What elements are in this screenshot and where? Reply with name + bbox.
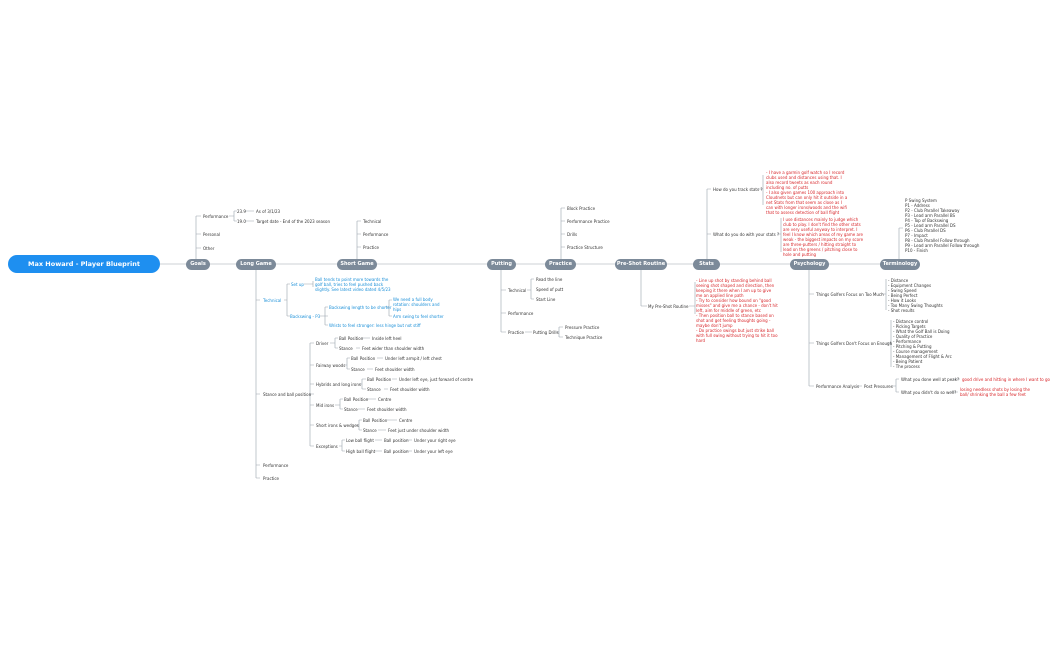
putting-technical[interactable]: Technical: [508, 288, 527, 293]
fairway-ball-position[interactable]: Ball Position: [351, 356, 376, 361]
short-irons-ball-value[interactable]: Centre: [399, 418, 413, 423]
fairway-stance[interactable]: Stance: [351, 367, 365, 372]
long-game-performance[interactable]: Performance: [263, 463, 289, 468]
psychology-well-note[interactable]: good drive and hitting in where I want t…: [962, 377, 1050, 382]
long-game-hinge-note[interactable]: Wrists to feel stronger: less hinge but …: [329, 323, 421, 328]
high-ball-position[interactable]: Ball position: [384, 449, 409, 454]
long-game-fairway[interactable]: Fairway woods: [316, 363, 346, 368]
long-game-hip-note[interactable]: We need a full body rotation: shoulders …: [393, 297, 440, 312]
putting-performance[interactable]: Performance: [508, 311, 534, 316]
topic-short-game[interactable]: Short Game: [337, 259, 377, 270]
mid-stance[interactable]: Stance: [344, 407, 358, 412]
mid-ball-position[interactable]: Ball Position: [344, 397, 369, 402]
practice-performance[interactable]: Performance Practice: [567, 219, 610, 224]
high-ball-flight[interactable]: High ball flight: [346, 449, 376, 454]
hybrids-stance[interactable]: Stance: [367, 387, 381, 392]
short-irons-stance-value[interactable]: Feet just under shoulder width: [388, 428, 450, 433]
psychology-too-much-list[interactable]: - Distance - Equipment Changes - Swing S…: [888, 278, 943, 313]
topic-stats[interactable]: Stats: [693, 259, 720, 270]
psychology-badly[interactable]: What you didn't do so well?: [901, 390, 957, 395]
practice-block[interactable]: Block Practice: [567, 206, 596, 211]
topic-putting[interactable]: Putting: [487, 259, 516, 270]
low-ball-value[interactable]: Under your right eye: [414, 438, 456, 443]
driver-ball-position[interactable]: Ball Position: [339, 336, 364, 341]
psychology-badly-note[interactable]: losing needless shots by losing the ball…: [960, 387, 1030, 397]
goals-personal[interactable]: Personal: [203, 232, 221, 237]
pre-shot-routine[interactable]: My Pre-Shot Routine: [648, 304, 689, 309]
putting-speed[interactable]: Speed of putt: [536, 287, 564, 292]
long-game-setup-note[interactable]: Ball tends to point more towards the gol…: [315, 277, 391, 292]
topic-terminology[interactable]: Terminology: [880, 259, 920, 270]
psychology-post-pressures[interactable]: Post Pressures: [864, 384, 893, 389]
low-ball-position[interactable]: Ball position: [384, 438, 409, 443]
driver-stance-value[interactable]: Feet wider than shoulder width: [362, 346, 425, 351]
short-irons-stance[interactable]: Stance: [363, 428, 377, 433]
driver-stance[interactable]: Stance: [339, 346, 353, 351]
stats-track-note[interactable]: - I have a garmin golf watch so I record…: [766, 170, 848, 215]
long-game-practice[interactable]: Practice: [263, 476, 279, 481]
high-ball-value[interactable]: Under your left eye: [414, 449, 453, 454]
putting-start-line[interactable]: Start Line: [536, 297, 556, 302]
long-game-hybrids[interactable]: Hybrids and long irons: [316, 382, 361, 387]
goals-handicap-target-note[interactable]: Target date - End of the 2023 season: [256, 219, 331, 224]
stats-use[interactable]: What do you do with your stats ?: [713, 232, 780, 237]
psychology-well[interactable]: What you done well at peak?: [901, 377, 960, 382]
long-game-arm-note[interactable]: Arm swing to feel shorter: [393, 314, 444, 319]
topic-long-game[interactable]: Long Game: [236, 259, 276, 270]
goals-handicap-now[interactable]: 23.9: [237, 209, 246, 214]
long-game-backswing[interactable]: Backswing - P3: [290, 314, 321, 319]
long-game-mid-irons[interactable]: Mid irons: [316, 403, 335, 408]
putting-read-line[interactable]: Read the line: [536, 277, 563, 282]
long-game-short-irons[interactable]: Short irons & wedges: [316, 423, 359, 428]
putting-technique-practice[interactable]: Technique Practice: [565, 335, 603, 340]
long-game-backswing-note[interactable]: Backswing length to be shorter: [329, 305, 392, 310]
stats-track[interactable]: How do you track stats ?: [713, 187, 763, 192]
goals-handicap-target[interactable]: 19.0: [237, 219, 246, 224]
terminology-list[interactable]: P Swing System P1 - Address P2 - Club Pa…: [905, 198, 980, 253]
goals-handicap-now-note[interactable]: As of 3/1/23: [256, 209, 281, 214]
psychology-not-enough-list[interactable]: - Distance control - Picking Targets - W…: [893, 319, 952, 369]
long-game-setup[interactable]: Set up: [291, 282, 304, 287]
goals-other[interactable]: Other: [203, 246, 215, 251]
topic-practice[interactable]: Practice: [545, 259, 576, 270]
long-game-technical[interactable]: Technical: [263, 298, 282, 303]
hybrids-stance-value[interactable]: Feet shoulder width: [390, 387, 430, 392]
hybrids-ball-value[interactable]: Under left eye, just forward of centre: [399, 377, 474, 382]
mid-stance-value[interactable]: Feet shoulder width: [367, 407, 407, 412]
root-topic[interactable]: Max Howard - Player Blueprint: [8, 255, 160, 273]
fairway-ball-value[interactable]: Under left armpit / left chest: [385, 356, 442, 361]
short-game-practice[interactable]: Practice: [363, 245, 379, 250]
pre-shot-routine-note[interactable]: - Line up shot by standing behind ball s…: [696, 278, 778, 343]
mid-ball-value[interactable]: Centre: [378, 397, 392, 402]
hybrids-ball-position[interactable]: Ball Position: [367, 377, 392, 382]
short-irons-ball-position[interactable]: Ball Position: [363, 418, 388, 423]
goals-performance[interactable]: Performance: [203, 214, 229, 219]
practice-drills[interactable]: Drills: [567, 232, 578, 237]
psychology-not-enough[interactable]: Things Golfers Don't Focus on Enough: [816, 341, 893, 346]
long-game-driver[interactable]: Driver: [316, 341, 329, 346]
putting-practice[interactable]: Practice: [508, 330, 524, 335]
long-game-exceptions[interactable]: Exceptions: [316, 444, 338, 449]
practice-structure[interactable]: Practice Structure: [567, 245, 603, 250]
psychology-too-much[interactable]: Things Golfers Focus on Too Much: [816, 292, 884, 297]
fairway-stance-value[interactable]: Feet shoulder width: [375, 367, 415, 372]
topic-goals[interactable]: Goals: [186, 259, 210, 270]
short-game-performance[interactable]: Performance: [363, 232, 389, 237]
putting-drills[interactable]: Putting Drills: [533, 330, 559, 335]
topic-pre-shot-routine[interactable]: Pre-Shot Routine: [615, 259, 667, 270]
driver-ball-value[interactable]: Inside left heel: [372, 336, 402, 341]
long-game-stance[interactable]: Stance and ball position: [263, 392, 312, 397]
stats-use-note[interactable]: I use distances mainly to judge which cl…: [783, 217, 864, 257]
psychology-analysis[interactable]: Performance Analysis: [816, 384, 860, 389]
low-ball-flight[interactable]: Low ball flight: [346, 438, 374, 443]
putting-pressure-practice[interactable]: Pressure Practice: [565, 325, 600, 330]
topic-psychology[interactable]: Psychology: [790, 259, 829, 270]
short-game-technical[interactable]: Technical: [363, 219, 382, 224]
